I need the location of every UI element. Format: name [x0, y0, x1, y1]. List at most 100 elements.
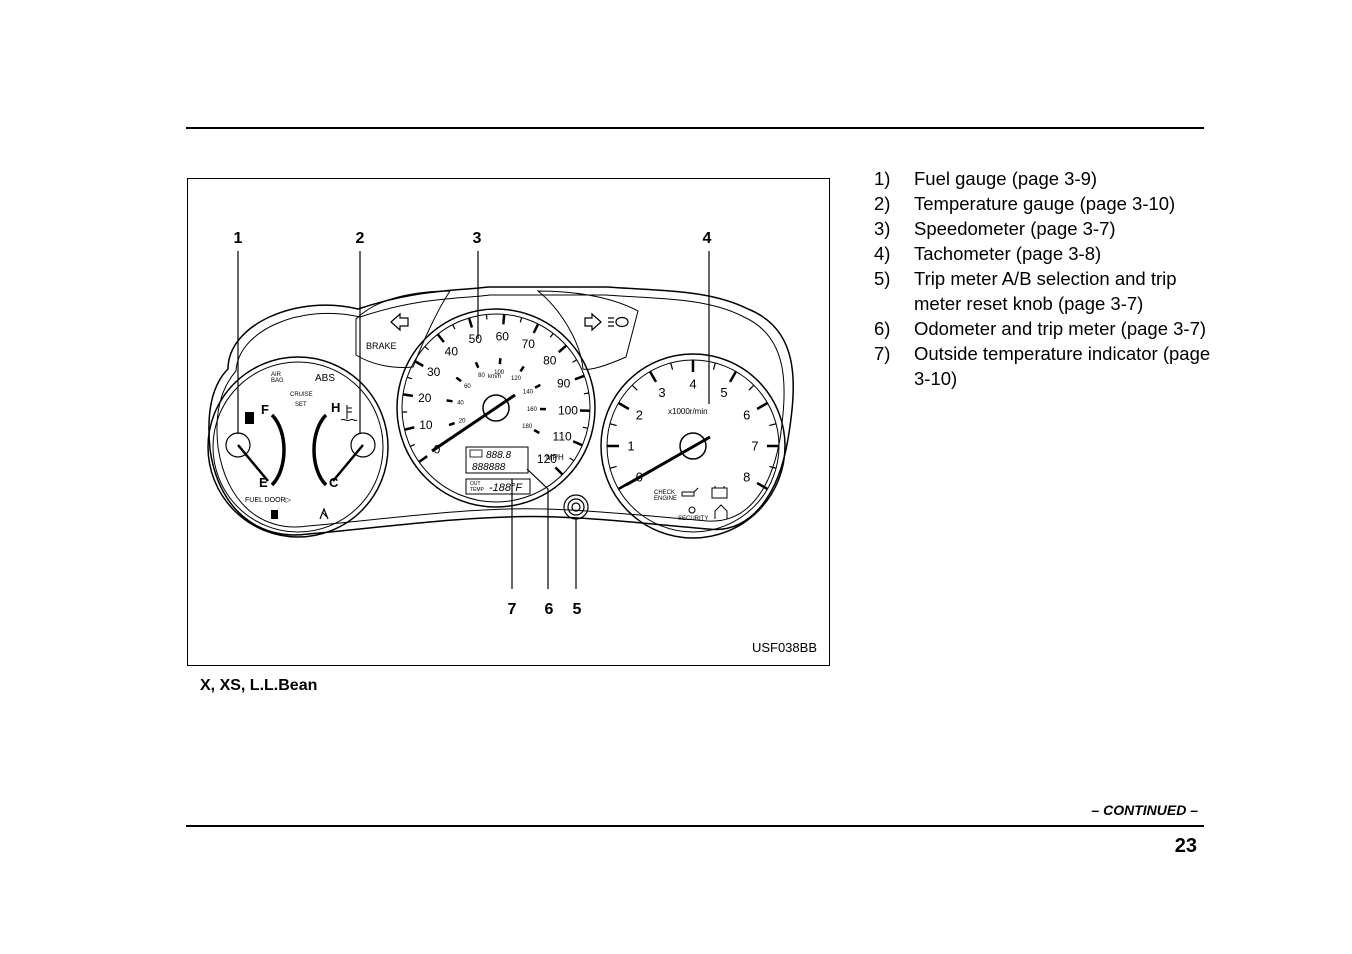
kmh-tick-label: 40: [457, 401, 464, 407]
high-beam-icon: [608, 316, 629, 328]
outside-temp-value: -188°F: [489, 482, 523, 494]
continued-label: – CONTINUED –: [1091, 802, 1198, 818]
airbag-warning-label-1: AIR: [271, 372, 282, 378]
kmh-tick: [534, 383, 541, 389]
legend-text: Trip meter A/B selection and trip meter …: [914, 268, 1177, 314]
mph-tick: [413, 359, 424, 368]
cluster-housing: [208, 286, 794, 536]
callout-6: 6: [545, 601, 554, 618]
mph-tick-label: 50: [469, 332, 483, 346]
mph-tick: [519, 317, 523, 323]
legend-text: Speedometer (page 3-7): [914, 218, 1116, 239]
callout-7: 7: [508, 601, 517, 618]
kmh-tick-label: 140: [523, 389, 534, 395]
kmh-tick: [498, 358, 502, 365]
legend-number: 3): [874, 218, 891, 239]
temp-hot-label: H: [331, 400, 340, 415]
temp-cold-label: C: [329, 475, 339, 490]
mph-tick-label: 40: [445, 345, 459, 359]
brake-warning-label: BRAKE: [366, 341, 397, 351]
security-label: SECURITY: [678, 516, 708, 522]
fuel-temp-gauge: F E H C AIR BAG ABS CRUISE SET FUEL DOOR…: [207, 356, 389, 538]
trip-reset-knob[interactable]: [563, 494, 589, 520]
mph-tick-label: 30: [427, 365, 441, 379]
mph-tick: [572, 359, 578, 363]
legend-number: 4): [874, 243, 891, 264]
rpm-tick: [769, 423, 777, 427]
page-number: 23: [1174, 835, 1197, 857]
cruise-label: CRUISE: [290, 392, 313, 398]
kmh-tick-label: 80: [478, 373, 485, 379]
mph-tick: [407, 376, 413, 380]
turn-right-arrow-icon: [584, 312, 602, 332]
legend-number: 1): [874, 168, 891, 189]
mph-tick: [583, 392, 589, 395]
kmh-unit-label: km/h: [488, 374, 501, 380]
rpm-tick: [670, 362, 674, 370]
rpm-tick-label: 4: [689, 377, 696, 392]
fuel-full-label: F: [261, 402, 269, 417]
figure-legend: 1) Fuel gauge (page 3-9) 2) Temperature ga…: [874, 166, 1214, 391]
rpm-tick: [631, 384, 638, 391]
legend-text: Temperature gauge (page 3-10): [914, 193, 1176, 214]
rpm-tick: [756, 401, 769, 411]
mph-tick: [569, 457, 575, 462]
door-ajar-icon: [714, 504, 728, 519]
rpm-tick-label: 3: [658, 385, 665, 400]
battery-icon: [711, 486, 728, 499]
legend-text: Odometer and trip meter (page 3-7): [914, 318, 1207, 339]
rpm-tick: [648, 370, 658, 383]
airbag-warning-label-2: BAG: [271, 378, 284, 384]
tach-unit-label: x1000r/min: [668, 407, 708, 416]
rpm-tick: [748, 384, 755, 391]
kmh-tick-label: 180: [522, 424, 533, 430]
instrument-cluster-illustration: BRAKE F E H C AIR BAG: [207, 230, 794, 618]
mph-tick: [452, 324, 456, 330]
legend-number: 7): [874, 343, 891, 364]
cluster-housing-inner: [216, 294, 785, 528]
legend-item: 5)Trip meter A/B selection and trip mete…: [874, 266, 1214, 316]
odometer-display: [465, 446, 529, 474]
legend-item: 2) Temperature gauge (page 3-10): [874, 191, 1214, 216]
mph-tick: [467, 317, 474, 328]
legend-text: Fuel gauge (page 3-9): [914, 168, 1098, 189]
mph-tick-label: 120: [537, 452, 557, 466]
kmh-tick-label: 120: [511, 376, 522, 382]
fuel-door-label: FUEL DOOR▷: [245, 497, 292, 504]
rpm-tick: [728, 370, 738, 383]
kmh-tick: [519, 365, 525, 373]
mph-tick: [404, 426, 415, 431]
kmh-tick-label: 100: [494, 370, 505, 376]
coolant-temp-icon: [340, 405, 358, 422]
seatbelt-icon: [319, 507, 329, 520]
callout-5: 5: [573, 601, 582, 618]
legend-number: 2): [874, 193, 891, 214]
legend-text: Outside temperature indicator (page 3-10…: [914, 343, 1211, 389]
check-engine-label-2: ENGINE: [654, 496, 677, 502]
security-icon: [688, 506, 696, 514]
mph-tick-label: 80: [543, 353, 557, 367]
mph-tick: [402, 393, 414, 398]
callout-lines: [237, 251, 710, 589]
callout-4: 4: [703, 230, 712, 247]
mph-tick: [582, 426, 588, 429]
low-fuel-icon: [271, 510, 278, 519]
mph-tick: [532, 323, 540, 334]
mph-tick: [485, 314, 488, 320]
kmh-tick: [533, 428, 540, 435]
trip-meter-value: 888.8: [486, 450, 511, 461]
legend-text: Tachometer (page 3-8): [914, 243, 1102, 264]
instrument-cluster-figure: BRAKE F E H C AIR BAG: [187, 178, 830, 666]
mph-tick: [409, 443, 416, 448]
kmh-tick: [455, 376, 462, 383]
outside-temp-display: [465, 478, 531, 495]
rpm-tick: [609, 423, 617, 427]
mph-tick: [418, 455, 428, 463]
legend-item: 3) Speedometer (page 3-7): [874, 216, 1214, 241]
kmh-tick-label: 20: [459, 418, 466, 424]
rpm-tick: [756, 481, 769, 491]
callout-2: 2: [356, 230, 365, 247]
mph-tick-label: 70: [522, 337, 536, 351]
rpm-tick-label: 1: [627, 439, 634, 454]
